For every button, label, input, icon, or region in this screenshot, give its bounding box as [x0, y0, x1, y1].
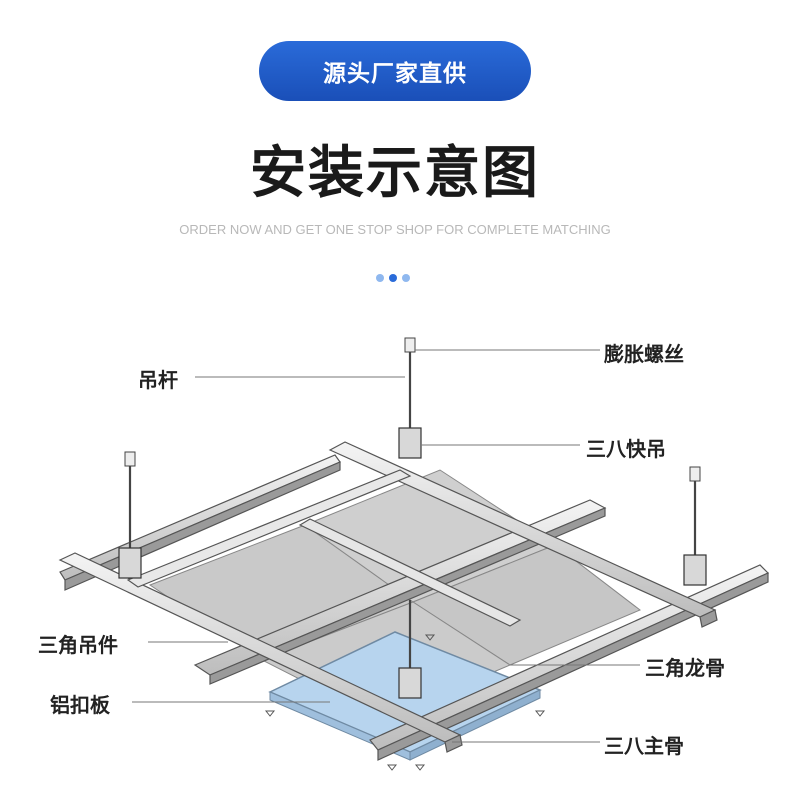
triangle-keel-rails	[58, 441, 718, 753]
rod-tops	[124, 337, 701, 482]
label-triangle-hanger: 三角吊件	[38, 633, 118, 657]
page-subtitle: ORDER NOW AND GET ONE STOP SHOP FOR COMP…	[179, 222, 611, 237]
carousel-dot	[402, 274, 410, 282]
carousel-dot-active	[389, 274, 397, 282]
label-triangle-keel: 三角龙骨	[645, 656, 725, 680]
page-title: 安装示意图	[250, 141, 540, 206]
label-aluminum-panel: 铝扣板	[50, 693, 110, 717]
leader-lines	[132, 349, 640, 743]
quick-hangers	[118, 427, 707, 699]
source-factory-badge: 源头厂家直供	[259, 41, 531, 101]
carousel-dots	[376, 274, 410, 282]
edge-markers	[264, 634, 546, 771]
label-quick-hanger: 三八快吊	[586, 437, 666, 461]
label-hanger-rod: 吊杆	[138, 368, 178, 392]
label-main-keel: 三八主骨	[604, 734, 684, 758]
carousel-dot	[376, 274, 384, 282]
label-expansion-screw: 膨胀螺丝	[604, 342, 684, 366]
